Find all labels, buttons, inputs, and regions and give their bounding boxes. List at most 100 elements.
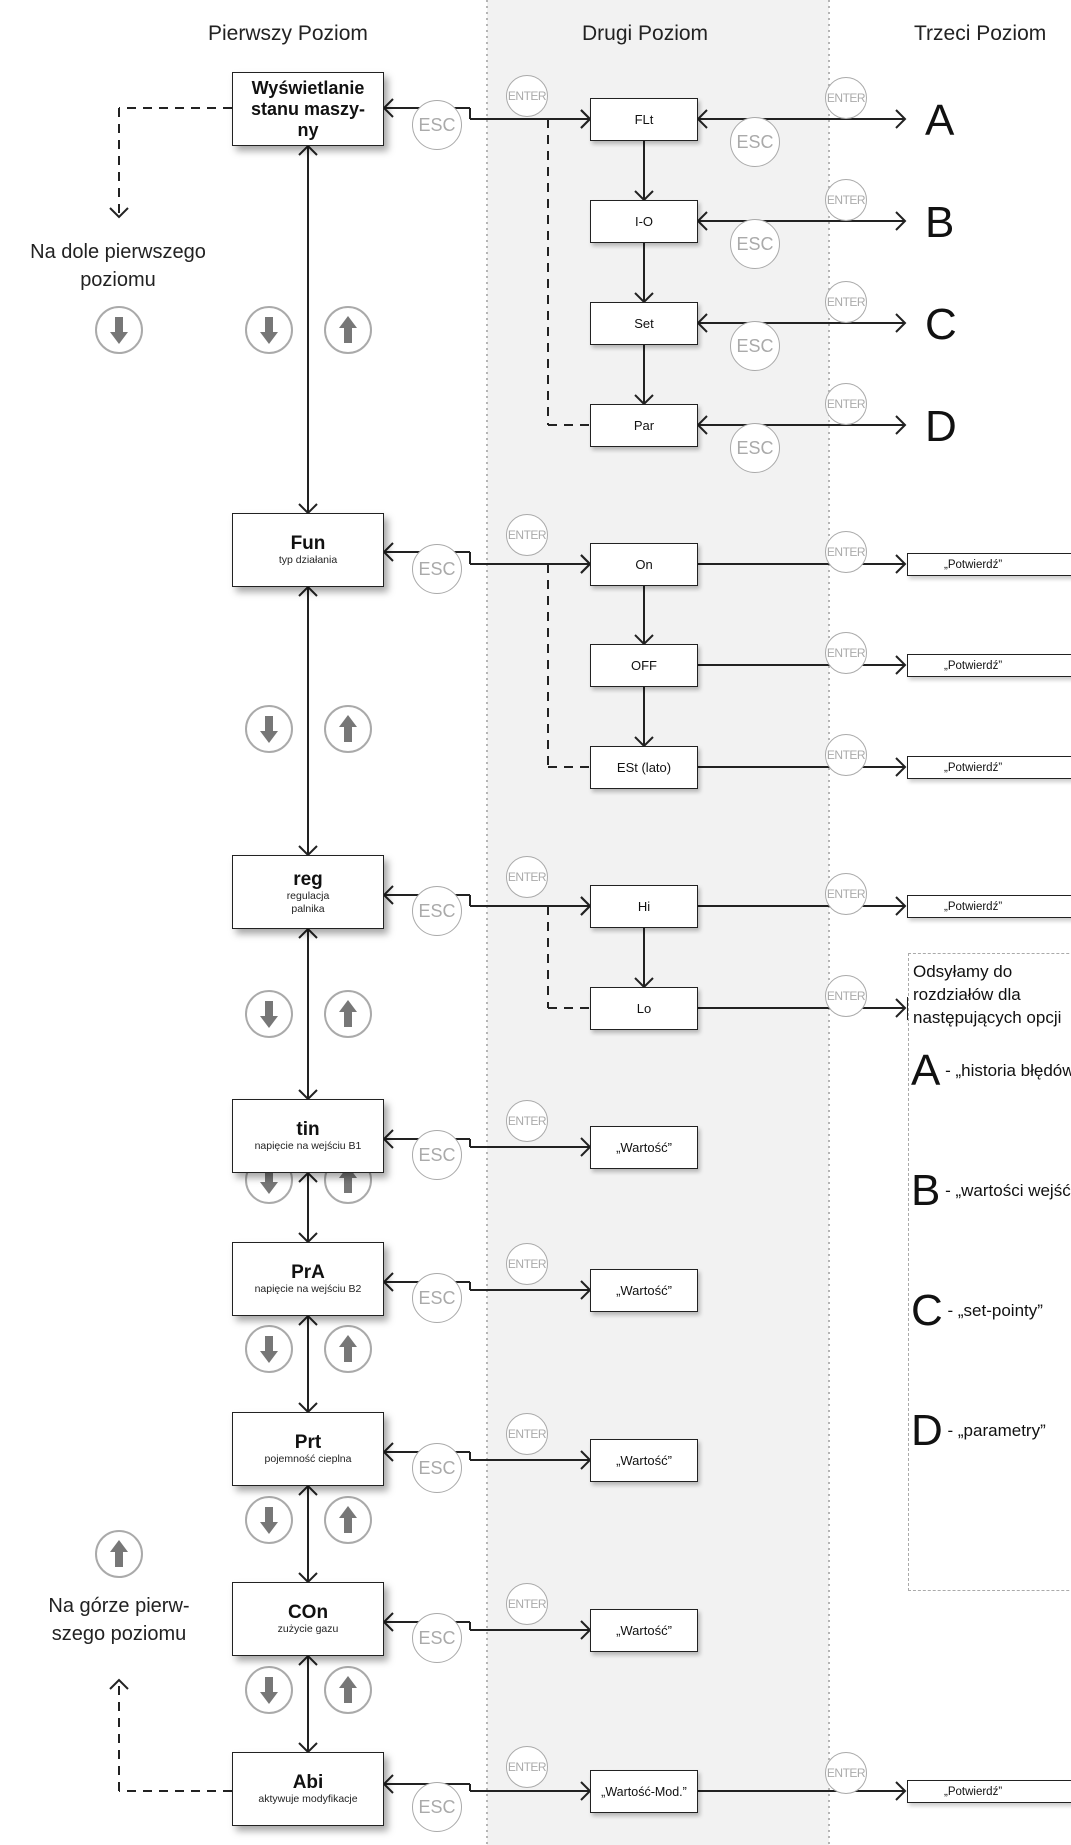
down-arrow-button-glyph <box>110 317 128 344</box>
l2-set[interactable]: Set <box>590 302 698 345</box>
enter-button[interactable]: ENTER <box>825 975 867 1017</box>
l2-est[interactable]: ESt (lato) <box>590 746 698 789</box>
esc-button[interactable]: ESC <box>412 886 462 936</box>
enter-button[interactable]: ENTER <box>825 873 867 915</box>
enter-button[interactable]: ENTER <box>825 179 867 221</box>
l1-prt-title: Prt <box>294 1432 322 1453</box>
level1-link-head <box>298 585 318 597</box>
l2-value-mod[interactable]: „Wartość-Mod.” <box>590 1770 698 1813</box>
l1-status[interactable]: Wyświetlanie stanu maszy-ny <box>232 72 384 146</box>
l1-fun-title: Fun <box>290 533 326 554</box>
l1-con[interactable]: COn zużycie gazu <box>232 1582 384 1656</box>
l1-status-title: Wyświetlanie stanu maszy-ny <box>250 77 366 140</box>
enter-button[interactable]: ENTER <box>506 1100 548 1142</box>
down-arrow-button-glyph <box>260 1167 278 1194</box>
legend-item-a: A - „historia błędów” <box>911 1046 1071 1096</box>
l2-hi[interactable]: Hi <box>590 885 698 928</box>
l1-reg[interactable]: reg regulacja palnika <box>232 855 384 929</box>
l1-abi-title: Abi <box>292 1772 324 1793</box>
l3-letter-b: B <box>925 198 955 247</box>
enter-button[interactable]: ENTER <box>825 632 867 674</box>
l2-flt[interactable]: FLt <box>590 98 698 141</box>
legend-text-b: - „wartości wejść-wyjść” <box>945 1181 1071 1200</box>
enter-button[interactable]: ENTER <box>825 383 867 425</box>
enter-button[interactable]: ENTER <box>825 531 867 573</box>
up-arrow-button-glyph <box>339 1676 357 1703</box>
level2-to-confirm-head <box>895 998 907 1018</box>
esc-button[interactable]: ESC <box>412 1443 462 1493</box>
enter-button[interactable]: ENTER <box>506 1413 548 1455</box>
l1-pra-subtitle: napięcie na wejściu B2 <box>254 1283 362 1295</box>
l2-lo[interactable]: Lo <box>590 987 698 1030</box>
l1-tin[interactable]: tin napięcie na wejściu B1 <box>232 1099 384 1173</box>
level2-to-letter-head <box>895 211 907 231</box>
esc-button[interactable]: ESC <box>412 100 462 150</box>
l1-reg-subtitle: regulacja palnika <box>286 889 330 915</box>
enter-button[interactable]: ENTER <box>506 1243 548 1285</box>
esc-button[interactable]: ESC <box>730 423 780 473</box>
l1-pra[interactable]: PrA napięcie na wejściu B2 <box>232 1242 384 1316</box>
esc-return-head <box>382 1774 394 1794</box>
esc-button[interactable]: ESC <box>730 321 780 371</box>
up-arrow-button-glyph <box>339 1506 357 1533</box>
esc-return-head <box>382 1612 394 1632</box>
enter-button[interactable]: ENTER <box>825 1752 867 1794</box>
esc-button[interactable]: ESC <box>412 1782 462 1832</box>
l1-prt-subtitle: pojemność cieplna <box>264 1453 352 1465</box>
column-title-level-2: Drugi Poziom <box>582 22 709 45</box>
column-title-level-3: Trzeci Poziom <box>914 22 1047 45</box>
l2-value-prt[interactable]: „Wartość” <box>590 1439 698 1482</box>
legend-letter-a: A <box>911 1046 941 1095</box>
esc-button[interactable]: ESC <box>412 1273 462 1323</box>
legend-letter-b: B <box>911 1166 941 1215</box>
enter-button[interactable]: ENTER <box>825 734 867 776</box>
esc-button[interactable]: ESC <box>412 544 462 594</box>
l1-prt[interactable]: Prt pojemność cieplna <box>232 1412 384 1486</box>
enter-button[interactable]: ENTER <box>506 1746 548 1788</box>
l2-off[interactable]: OFF <box>590 644 698 687</box>
l2-par[interactable]: Par <box>590 404 698 447</box>
level2-to-confirm-head <box>895 1781 907 1801</box>
top-of-level-note: Na górze pierw-szego poziomu <box>24 1592 214 1648</box>
enter-button[interactable]: ENTER <box>506 75 548 117</box>
l3-confirm-on[interactable]: „Potwierdź” <box>907 553 1071 576</box>
level2-to-letter-head <box>696 211 708 231</box>
l3-confirm-off[interactable]: „Potwierdź” <box>907 654 1071 677</box>
esc-button[interactable]: ESC <box>730 117 780 167</box>
l3-confirm-abi[interactable]: „Potwierdź” <box>907 1780 1071 1803</box>
l2-on[interactable]: On <box>590 543 698 586</box>
l1-fun[interactable]: Fun typ działania <box>232 513 384 587</box>
enter-button[interactable]: ENTER <box>506 514 548 556</box>
up-arrow-button-glyph <box>110 1540 128 1567</box>
legend-item-c: C - „set-pointy” <box>911 1286 1043 1336</box>
esc-button[interactable]: ESC <box>412 1130 462 1180</box>
level2-to-letter-head <box>696 415 708 435</box>
enter-button[interactable]: ENTER <box>506 1583 548 1625</box>
level2-to-letter-head <box>895 109 907 129</box>
l2-value-con[interactable]: „Wartość” <box>590 1609 698 1652</box>
legend-box: Odsyłamy do rozdziałów dla następujących… <box>908 953 1071 1591</box>
l1-abi-subtitle: aktywuje modyfikacje <box>258 1793 358 1805</box>
legend-intro: Odsyłamy do rozdziałów dla następujących… <box>913 962 1062 1027</box>
esc-button[interactable]: ESC <box>412 1613 462 1663</box>
esc-return-head <box>382 98 394 118</box>
enter-button[interactable]: ENTER <box>825 281 867 323</box>
level1-link-head <box>298 1314 318 1326</box>
l2-io[interactable]: I-O <box>590 200 698 243</box>
esc-return-head <box>382 542 394 562</box>
l1-abi[interactable]: Abi aktywuje modyfikacje <box>232 1752 384 1826</box>
l2-value-pra[interactable]: „Wartość” <box>590 1269 698 1312</box>
l1-con-title: COn <box>287 1602 329 1623</box>
l1-tin-title: tin <box>296 1119 320 1140</box>
up-arrow-button-glyph <box>339 1000 357 1027</box>
l3-confirm-est[interactable]: „Potwierdź” <box>907 756 1071 779</box>
level2-to-letter-head <box>696 313 708 333</box>
enter-button[interactable]: ENTER <box>825 77 867 119</box>
esc-return-head <box>382 885 394 905</box>
down-arrow-button-glyph <box>260 1001 278 1028</box>
level1-link-head <box>298 927 318 939</box>
enter-button[interactable]: ENTER <box>506 856 548 898</box>
l2-value-tin[interactable]: „Wartość” <box>590 1126 698 1169</box>
l3-confirm-hi[interactable]: „Potwierdź” <box>907 895 1071 918</box>
esc-button[interactable]: ESC <box>730 219 780 269</box>
